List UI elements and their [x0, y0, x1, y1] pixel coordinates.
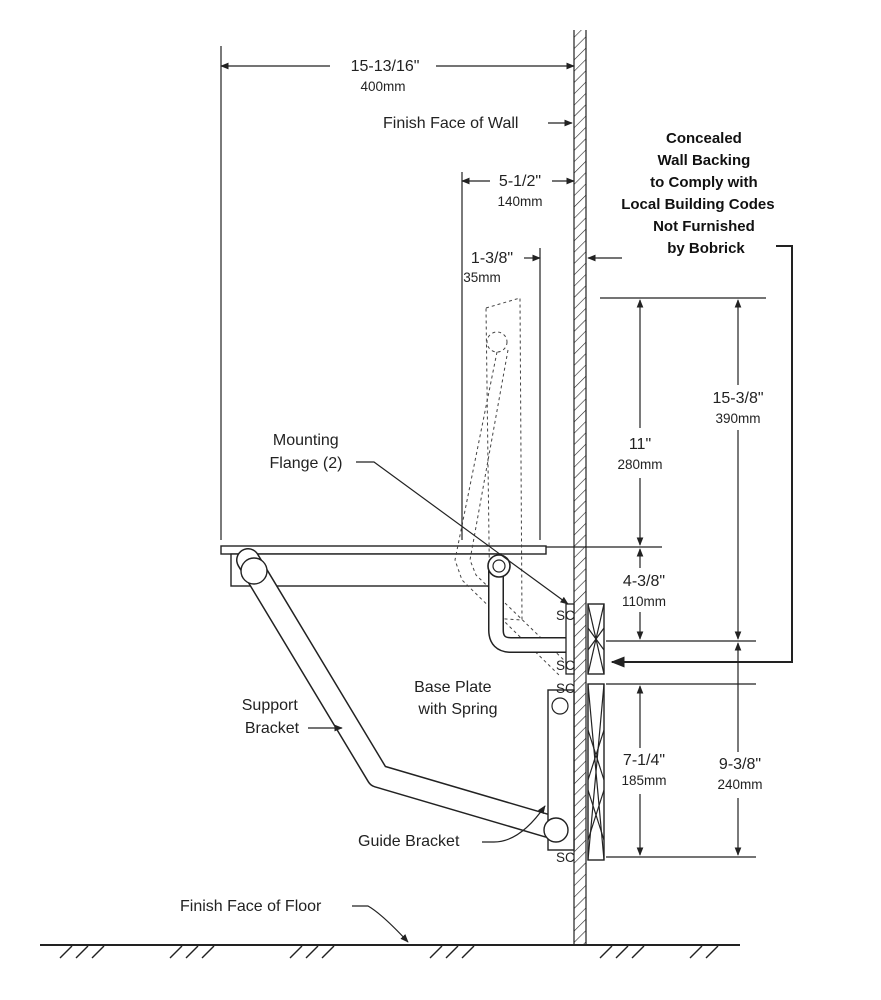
note-line-2: Wall Backing [658, 152, 751, 169]
lower-plate-metric: 185mm [621, 773, 666, 788]
note-line-6: by Bobrick [667, 240, 745, 257]
overall-width-metric: 400mm [360, 79, 405, 94]
support-bracket-callout: Support Bracket [242, 697, 343, 737]
lower-total-imperial: 9-3/8" [719, 756, 761, 773]
wall [573, 30, 587, 945]
base-plate-line-1: Base Plate [414, 679, 491, 696]
floor [40, 944, 740, 959]
finish-face-wall-label: Finish Face of Wall [383, 115, 518, 132]
mounting-flange-line-1: Mounting [273, 432, 339, 449]
note-line-1: Concealed [666, 130, 742, 147]
base-plate-label: Base Plate with Spring [414, 679, 498, 718]
dim-flange-spacing: 4-3/8" 110mm [622, 548, 666, 640]
support-bracket-label: Support Bracket [242, 697, 303, 737]
mounting-flange-label: Mounting Flange (2) [270, 432, 344, 472]
sc-label-2: SC [556, 658, 575, 673]
support-bracket-line-1: Support [242, 697, 299, 714]
lower-total-metric: 240mm [717, 777, 762, 792]
dim-lower-plate: 7-1/4" 185mm [621, 685, 667, 856]
sc-marks: SC SC SC SC [556, 608, 575, 865]
finish-face-wall-callout: Finish Face of Wall [383, 115, 573, 132]
wall-backing-note: Concealed Wall Backing to Comply with Lo… [610, 130, 793, 668]
mounting-flange-callout: Mounting Flange (2) [270, 432, 569, 605]
dim-total-upper: 15-3/8" 390mm [712, 299, 764, 640]
guide-bracket-callout: Guide Bracket [358, 805, 546, 850]
guide-bracket-label: Guide Bracket [358, 833, 460, 850]
upper-plate [565, 603, 605, 675]
lower-plate-imperial: 7-1/4" [623, 752, 665, 769]
note-line-4: Local Building Codes [621, 196, 774, 213]
upper-height-metric: 280mm [617, 457, 662, 472]
sc-label-4: SC [556, 850, 575, 865]
base-plate-line-2: with Spring [417, 701, 497, 718]
dim-folded-depth: 5-1/2" 140mm [461, 172, 575, 540]
total-upper-imperial: 15-3/8" [712, 390, 763, 407]
guide-bracket [543, 817, 569, 843]
finish-face-floor-label: Finish Face of Floor [180, 898, 322, 915]
sc-label-3: SC [556, 681, 575, 696]
flange-spacing-metric: 110mm [622, 594, 666, 609]
flange-offset-imperial: 1-3/8" [471, 250, 513, 267]
folded-depth-imperial: 5-1/2" [499, 173, 541, 190]
note-line-5: Not Furnished [653, 218, 755, 235]
dim-extension-lines [546, 297, 766, 858]
support-bracket-line-2: Bracket [245, 720, 300, 737]
upper-height-imperial: 11" [629, 436, 651, 453]
mounting-flange-line-2: Flange (2) [270, 455, 343, 472]
folded-seat-outline [454, 297, 569, 677]
folded-depth-metric: 140mm [497, 194, 542, 209]
dim-overall-width: 15-13/16" 400mm [220, 46, 575, 540]
total-upper-metric: 390mm [715, 411, 760, 426]
overall-width-imperial: 15-13/16" [351, 58, 420, 75]
flange-spacing-imperial: 4-3/8" [623, 573, 665, 590]
dim-lower-total: 9-3/8" 240mm [717, 642, 763, 856]
sc-label-1: SC [556, 608, 575, 623]
support-bracket [236, 548, 560, 838]
mounting-flange [487, 554, 568, 653]
dim-upper-height: 11" 280mm [617, 299, 663, 546]
flange-offset-metric: 35mm [463, 270, 501, 285]
wall-backing-note-text: Concealed Wall Backing to Comply with Lo… [621, 130, 779, 257]
seat-top [220, 545, 547, 587]
dim-flange-offset: 1-3/8" 35mm [463, 248, 622, 540]
note-line-3: to Comply with [650, 174, 758, 191]
base-plate-callout: Base Plate with Spring [414, 679, 498, 718]
finish-face-floor-callout: Finish Face of Floor [180, 898, 409, 943]
